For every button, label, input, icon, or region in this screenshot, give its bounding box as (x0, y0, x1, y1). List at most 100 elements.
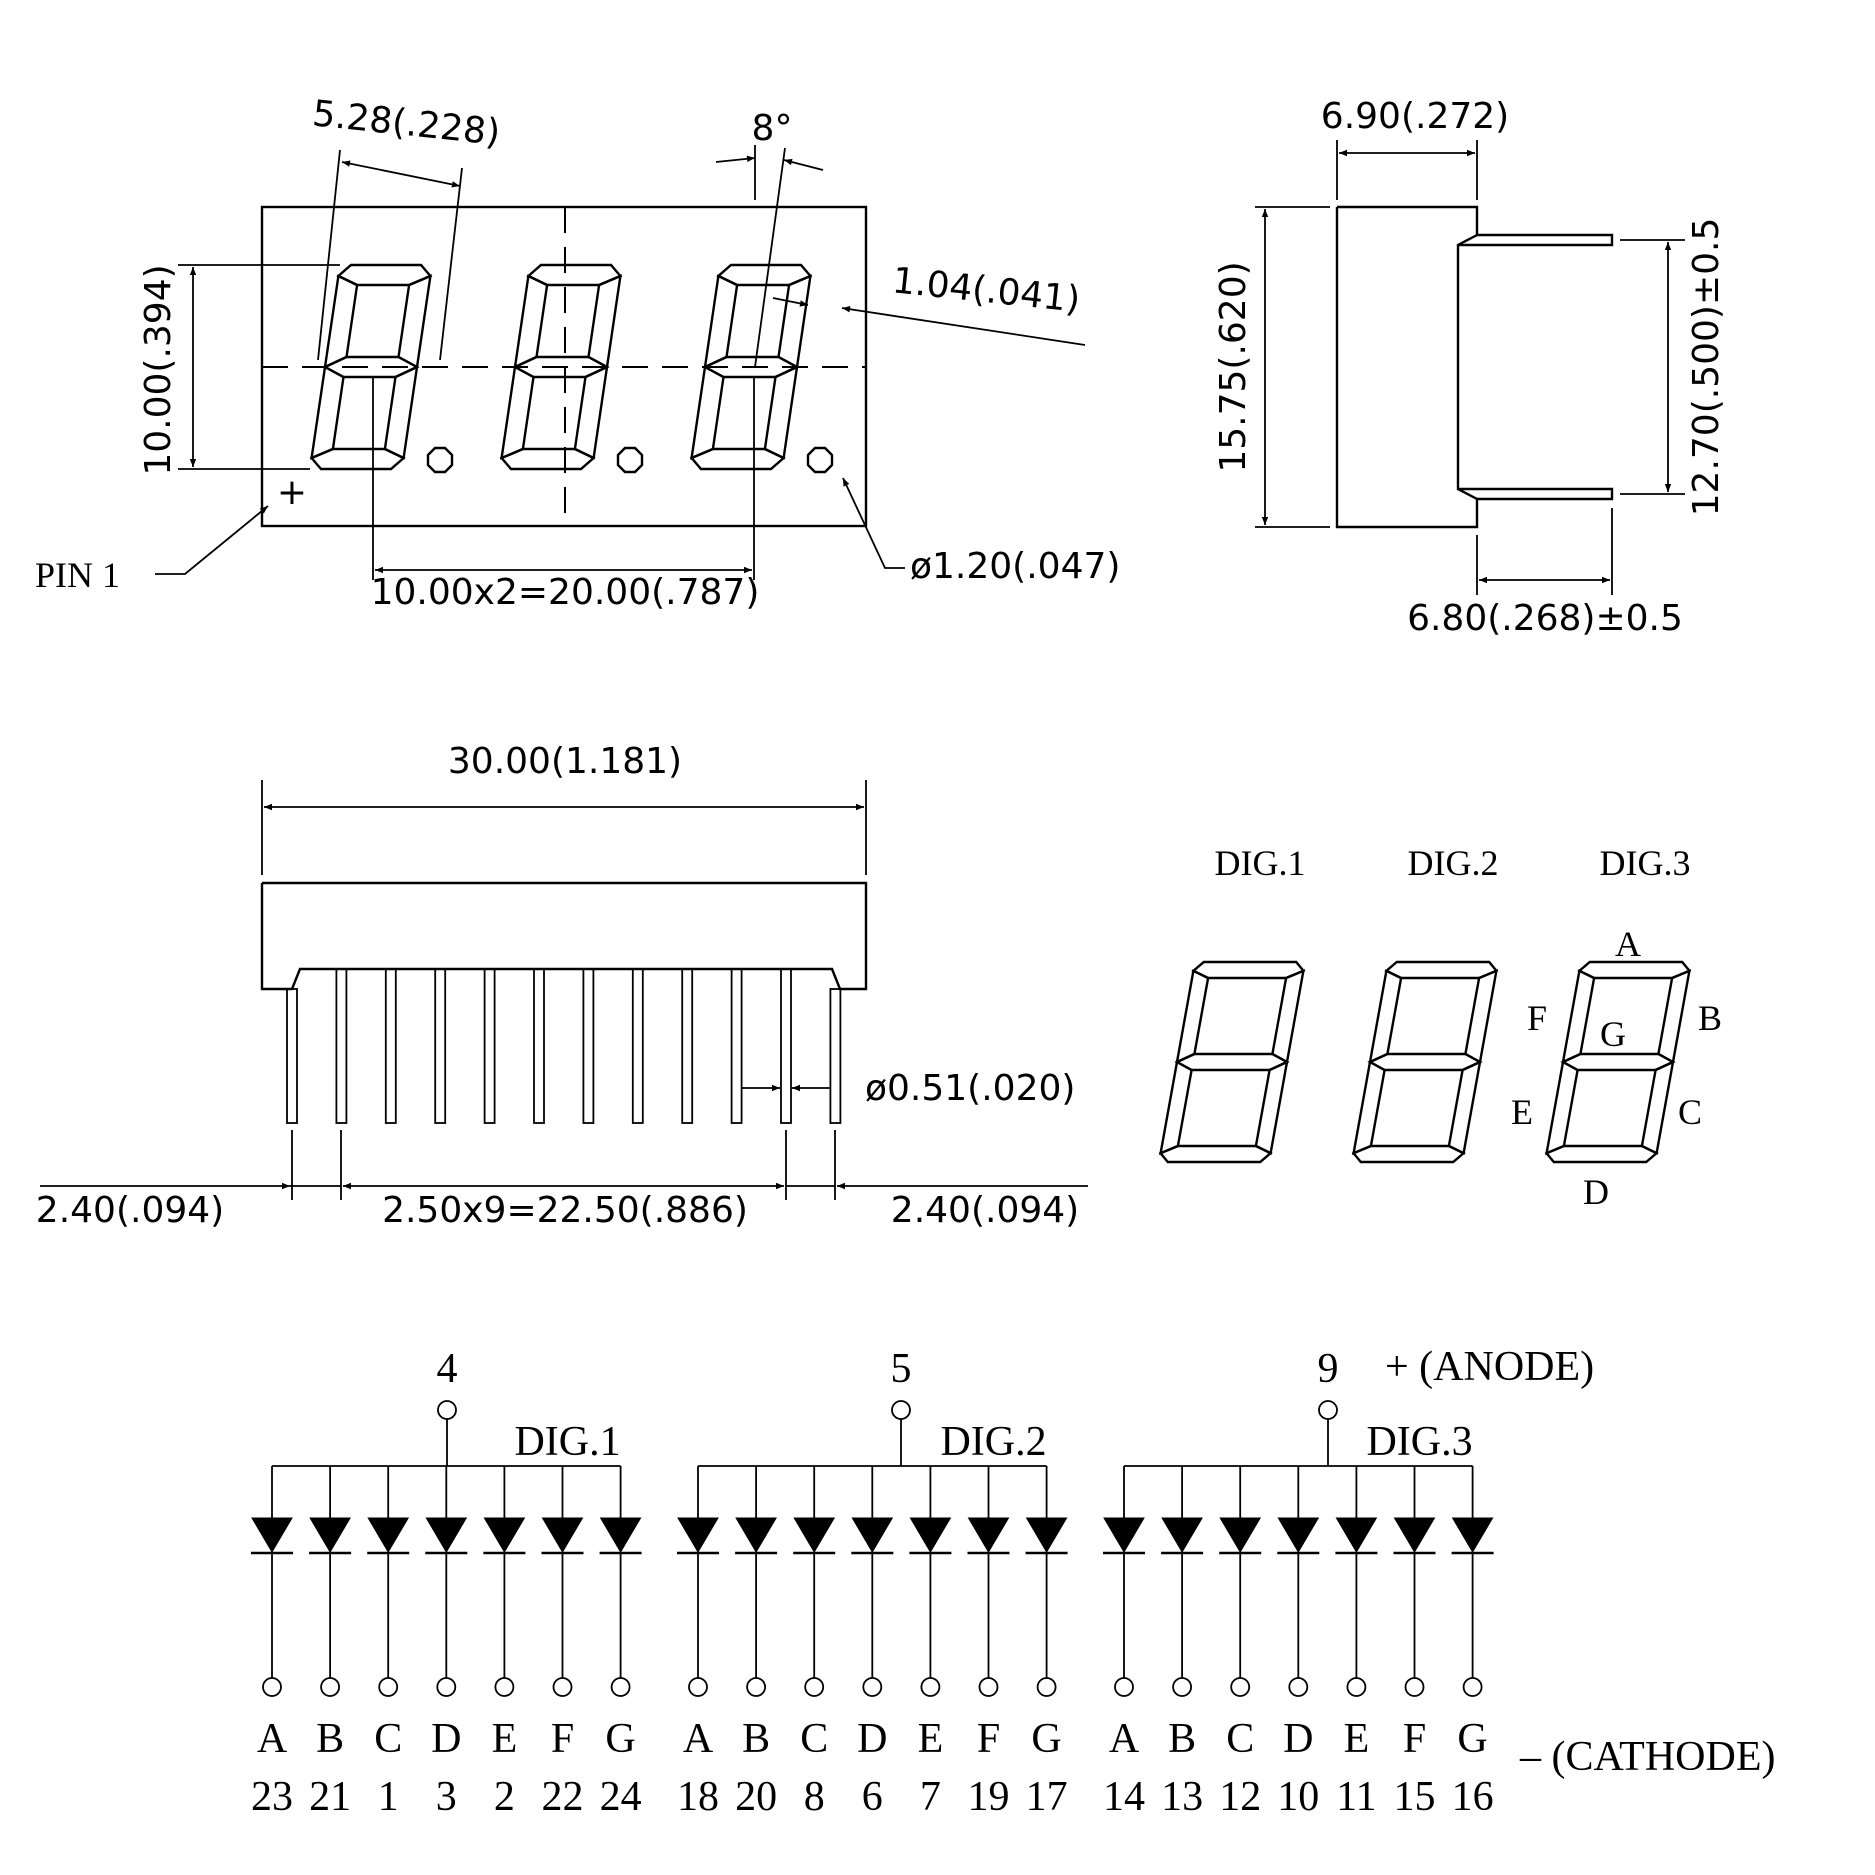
segment-letter: E (918, 1716, 944, 1762)
cathode-terminal-icon (862, 1677, 883, 1697)
anode-terminal-icon (1318, 1400, 1338, 1420)
diode-icon (541, 1517, 584, 1553)
segment-letter: B (742, 1716, 770, 1762)
digit-group-label: DIG.3 (1366, 1419, 1472, 1465)
anode-pin-number: 4 (437, 1346, 458, 1392)
segment-a-label: A (1615, 924, 1641, 964)
front-digit-2 (499, 263, 623, 471)
segment-b (1464, 968, 1498, 1064)
segment-g (1560, 1052, 1676, 1072)
cathode-terminal-icon (1462, 1677, 1483, 1697)
diode-icon (909, 1517, 952, 1553)
cathode-terminal-icon (920, 1677, 941, 1697)
cathode-terminal-icon (746, 1677, 766, 1697)
cathode-terminal-icon (262, 1677, 282, 1697)
segment-letter: C (1226, 1716, 1254, 1762)
segment-digits (1158, 960, 1692, 1164)
digit-group-label: DIG.2 (940, 1419, 1046, 1465)
segment-letter: E (492, 1716, 518, 1762)
segment-letter: B (1168, 1716, 1196, 1762)
diode-icon (735, 1517, 777, 1553)
cathode-terminal-icon (610, 1677, 631, 1697)
cathode-pin-number: 19 (968, 1774, 1010, 1820)
cathode-pin-number: 24 (600, 1774, 642, 1820)
segment-c-label: C (1678, 1092, 1702, 1132)
diode-icon (309, 1517, 351, 1553)
diode-icon (1451, 1517, 1494, 1553)
dig2-label: DIG.2 (1408, 843, 1499, 883)
segment-f-label: F (1527, 998, 1547, 1038)
cathode-pin-number: 23 (251, 1774, 293, 1820)
bottom-body-outline (260, 881, 868, 991)
segment-b (1657, 968, 1691, 1064)
segment-d-label: D (1583, 1172, 1609, 1212)
segment-letter: G (605, 1716, 635, 1762)
cathode-terminal-icon (436, 1677, 457, 1697)
segment-digit-1 (1158, 960, 1306, 1164)
segment-letter: C (374, 1716, 402, 1762)
cathode-pin-number: 3 (436, 1774, 457, 1820)
segment-a (1384, 960, 1499, 980)
segment-width-label: 1.04(.041) (890, 260, 1082, 320)
diode-icon (1025, 1517, 1068, 1553)
segment-b-label: B (1698, 998, 1722, 1038)
pin (483, 968, 496, 1124)
cathode-terminal-icon (378, 1677, 399, 1697)
side-body-outline (1335, 205, 1479, 529)
depth-label: 6.90(.272) (1321, 96, 1509, 137)
dig3-label: DIG.3 (1600, 843, 1691, 883)
front-view: 10.00(.394) 5.28(.228) 8° 1.04(.041) + P… (35, 93, 1120, 613)
segment-d (1351, 1144, 1466, 1164)
pin-length-label: 6.80(.268)±0.5 (1407, 598, 1683, 639)
cathode-pin-number: 12 (1219, 1774, 1261, 1820)
segment-letter: G (1457, 1716, 1487, 1762)
diode-icon (677, 1517, 719, 1553)
decimal-point-icon (426, 446, 454, 474)
left-offset-label: 2.40(.094) (36, 1190, 224, 1231)
pin (829, 988, 842, 1124)
digit-pitch-label: 10.00x2=20.00(.787) (371, 572, 760, 613)
side-view: 6.90(.272) 15.75(.620) 12.70(.500)±0.5 6… (1213, 96, 1727, 639)
segment-b (397, 274, 432, 369)
segment-letter: A (683, 1716, 714, 1762)
anode-terminal-icon (437, 1400, 457, 1420)
segment-g (1367, 1052, 1483, 1072)
segment-letter: D (431, 1716, 461, 1762)
segment-digit-2 (1351, 960, 1499, 1164)
segment-letter: G (1031, 1716, 1061, 1762)
segment-letter: F (1403, 1716, 1426, 1762)
cathode-terminal-icon (1346, 1677, 1367, 1697)
schematic: 4DIG.1A23B21C1D3E2F22G245DIG.2A18B20C8D6… (251, 1344, 1775, 1820)
cathode-terminal-icon (1036, 1677, 1057, 1697)
pin (286, 988, 298, 1124)
segment-b (777, 274, 812, 369)
anode-terminal-icon (891, 1400, 911, 1420)
segment-letter: C (800, 1716, 828, 1762)
diode-icon (599, 1517, 642, 1553)
pin1-leader (155, 505, 269, 575)
segment-e (500, 365, 535, 460)
segment-f (1561, 969, 1596, 1065)
diode-icon (425, 1517, 468, 1553)
segment-e (1352, 1060, 1386, 1156)
front-digit-3 (689, 263, 813, 471)
cathode-pin-number: 13 (1161, 1774, 1203, 1820)
dp-leader (842, 477, 905, 569)
front-digits (309, 263, 834, 474)
cathode-label: – (CATHODE) (1519, 1734, 1775, 1780)
cathode-terminal-icon (1404, 1677, 1425, 1697)
diode-icon (367, 1517, 410, 1553)
pin1-plus-icon: + (277, 472, 307, 513)
cathode-pin-number: 17 (1026, 1774, 1068, 1820)
front-digit-1 (309, 263, 433, 471)
cathode-pin-number: 18 (677, 1774, 719, 1820)
width-dimension-arrow (341, 160, 461, 188)
segment-g-label: G (1600, 1014, 1626, 1054)
digit-group-label: DIG.1 (514, 1419, 620, 1465)
cathode-pin-number: 2 (494, 1774, 515, 1820)
segment-letter: E (1344, 1716, 1370, 1762)
segment-c (383, 364, 419, 460)
pin (582, 968, 595, 1124)
